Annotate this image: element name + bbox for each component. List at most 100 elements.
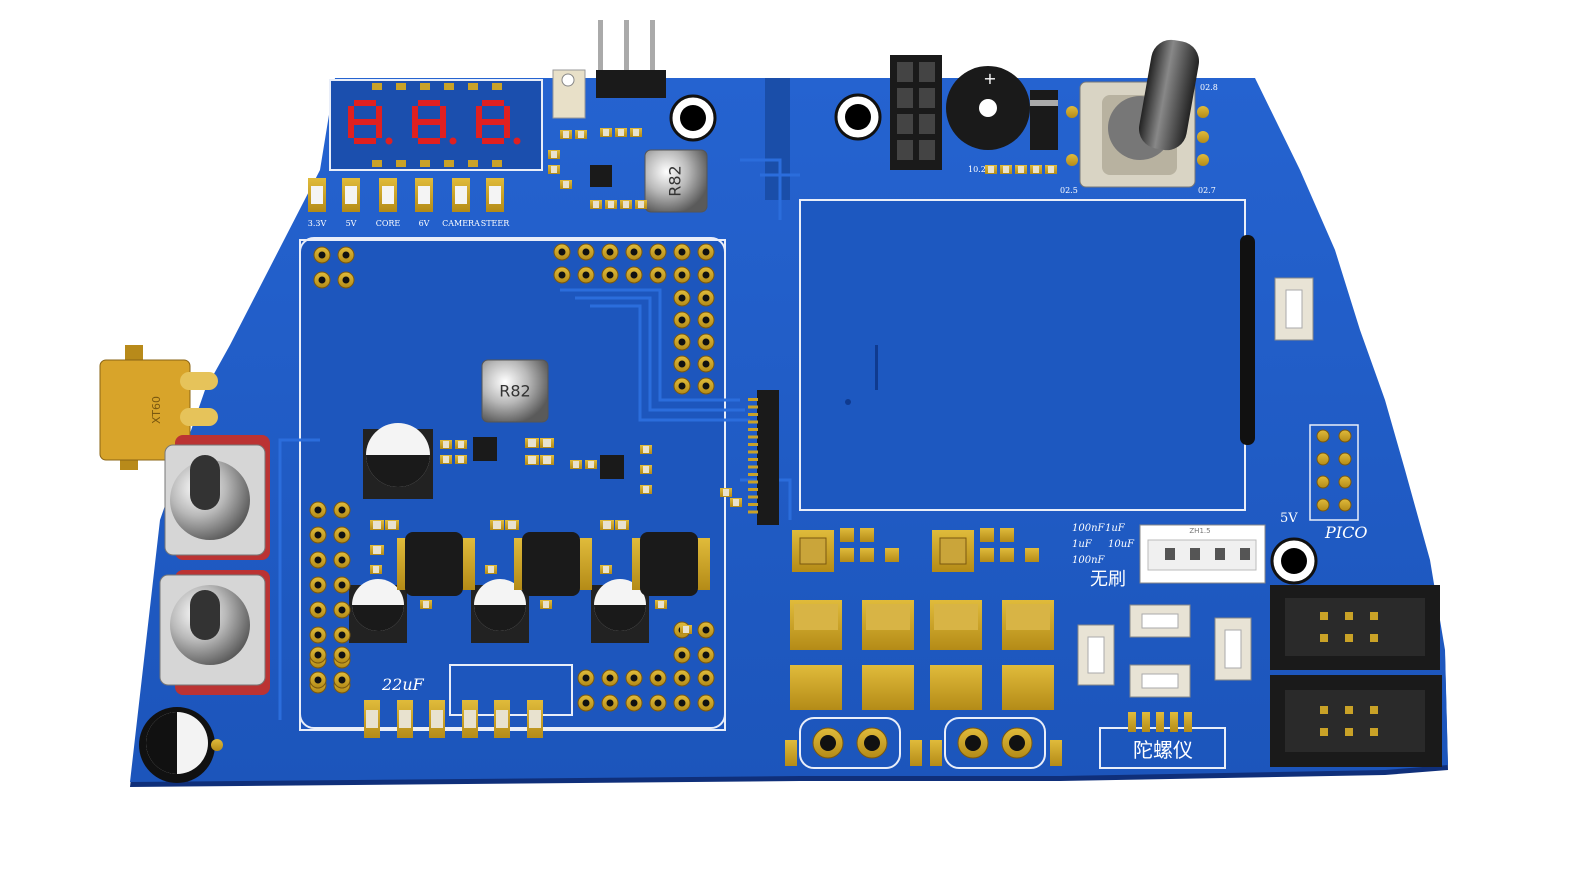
ffc-pin: [748, 398, 758, 401]
ffc-pin: [748, 435, 758, 439]
smd-body: [493, 521, 501, 529]
motor-terminal-hole: [1009, 735, 1025, 751]
pico-label: PICO: [1324, 523, 1367, 542]
pad-drill: [702, 338, 710, 346]
smd-body: [458, 441, 464, 448]
smd-body: [1018, 166, 1024, 173]
display-segment: [482, 100, 504, 106]
pad-drill: [654, 271, 662, 279]
electrolytic-capacitor: [591, 579, 649, 643]
gyro-buttons: [1077, 604, 1252, 698]
pad-drill: [318, 276, 326, 284]
display-digits: [348, 100, 521, 145]
ic-chip: [600, 455, 624, 479]
pad-drill: [582, 699, 590, 707]
pad-drill: [702, 699, 710, 707]
display-segment: [376, 122, 382, 138]
led-label: STEER: [481, 219, 510, 228]
smd-pad: [910, 740, 922, 766]
pad-drill: [338, 651, 346, 659]
capacitor-body: [464, 710, 476, 728]
smd-pad: [930, 740, 942, 766]
display-segment: [440, 106, 446, 122]
capacitor-body: [529, 710, 541, 728]
pad-drill: [342, 251, 350, 259]
mosfet-tab: [1006, 604, 1050, 630]
brushless-connector: ZH1.5: [1139, 524, 1266, 584]
ffc-pin: [748, 473, 758, 476]
smd-body: [633, 129, 639, 136]
button-cap: [1087, 636, 1105, 674]
smd-body: [618, 129, 624, 136]
pico-header: [1309, 424, 1359, 521]
ffc-pin: [748, 495, 758, 499]
electrolytic-capacitor-bottom: [139, 707, 223, 783]
pad-drill: [702, 382, 710, 390]
led-label: 3.3V: [308, 219, 327, 228]
display-dot: [449, 137, 457, 145]
display-segment: [376, 106, 382, 122]
smd-body: [563, 131, 569, 138]
pad-drill: [558, 271, 566, 279]
display-dot: [385, 137, 393, 145]
pad-drill: [654, 248, 662, 256]
pad-drill: [630, 674, 638, 682]
smd-pad: [840, 528, 854, 542]
inductor-label: R82: [666, 165, 685, 196]
display-segment: [418, 138, 440, 144]
smd-pad: [1025, 548, 1039, 562]
pico-pin: [1338, 498, 1352, 512]
xt60-power-connector: XT60: [99, 345, 218, 470]
smd-body: [551, 166, 557, 173]
pad-drill: [702, 651, 710, 659]
smd-body: [638, 201, 644, 208]
pad-drill: [606, 248, 614, 256]
display-segment: [418, 100, 440, 106]
pad-drill: [702, 294, 710, 302]
electrolytic-capacitor: [471, 579, 529, 643]
smd-body: [603, 129, 609, 136]
pico-pin: [1316, 498, 1330, 512]
through-hole-pads: [309, 243, 715, 712]
buzzer: +: [946, 66, 1030, 150]
encoder-pin-label: 02.5: [1060, 186, 1078, 195]
smd-body: [528, 456, 536, 464]
cap-value: 1uF: [1072, 539, 1093, 550]
smd-body: [373, 566, 379, 573]
smd-body: [1048, 166, 1054, 173]
capacitor-body: [496, 710, 508, 728]
mosfet-tab: [866, 604, 910, 630]
button-cap: [1141, 613, 1179, 629]
pad-drill: [338, 506, 346, 514]
mosfet-tab: [794, 604, 838, 630]
display-segment: [354, 100, 376, 106]
display-segment: [482, 119, 504, 125]
pad-drill: [314, 506, 322, 514]
display-dot: [513, 137, 521, 145]
smd-body: [373, 546, 381, 554]
led-label: 6V: [419, 219, 430, 228]
electrolytic-capacitor: [363, 423, 433, 499]
mosfet: [1002, 665, 1054, 710]
pin-header-2x4: [890, 55, 942, 170]
pad-drill: [678, 338, 686, 346]
smd-body: [643, 466, 649, 473]
smd-body: [443, 441, 449, 448]
smd-body: [593, 201, 599, 208]
mosfet: [862, 665, 914, 710]
capacitor-body: [431, 710, 443, 728]
buck-inductors: [397, 532, 710, 596]
pico-outline: [1309, 424, 1359, 521]
smd-body: [733, 499, 739, 506]
pad-drill: [314, 606, 322, 614]
smd-pad: [885, 548, 899, 562]
pad-drill: [342, 276, 350, 284]
pad-drill: [630, 248, 638, 256]
motor-terminal-outline: [799, 717, 901, 769]
ffc-pin: [748, 480, 758, 484]
cap-value: 10uF: [1108, 539, 1135, 550]
gyro-header: 陀螺仪: [1099, 712, 1226, 769]
ffc-pin: [748, 405, 758, 409]
capacitor-label: 22uF: [381, 675, 425, 694]
electrolytic-capacitor: [349, 579, 407, 643]
